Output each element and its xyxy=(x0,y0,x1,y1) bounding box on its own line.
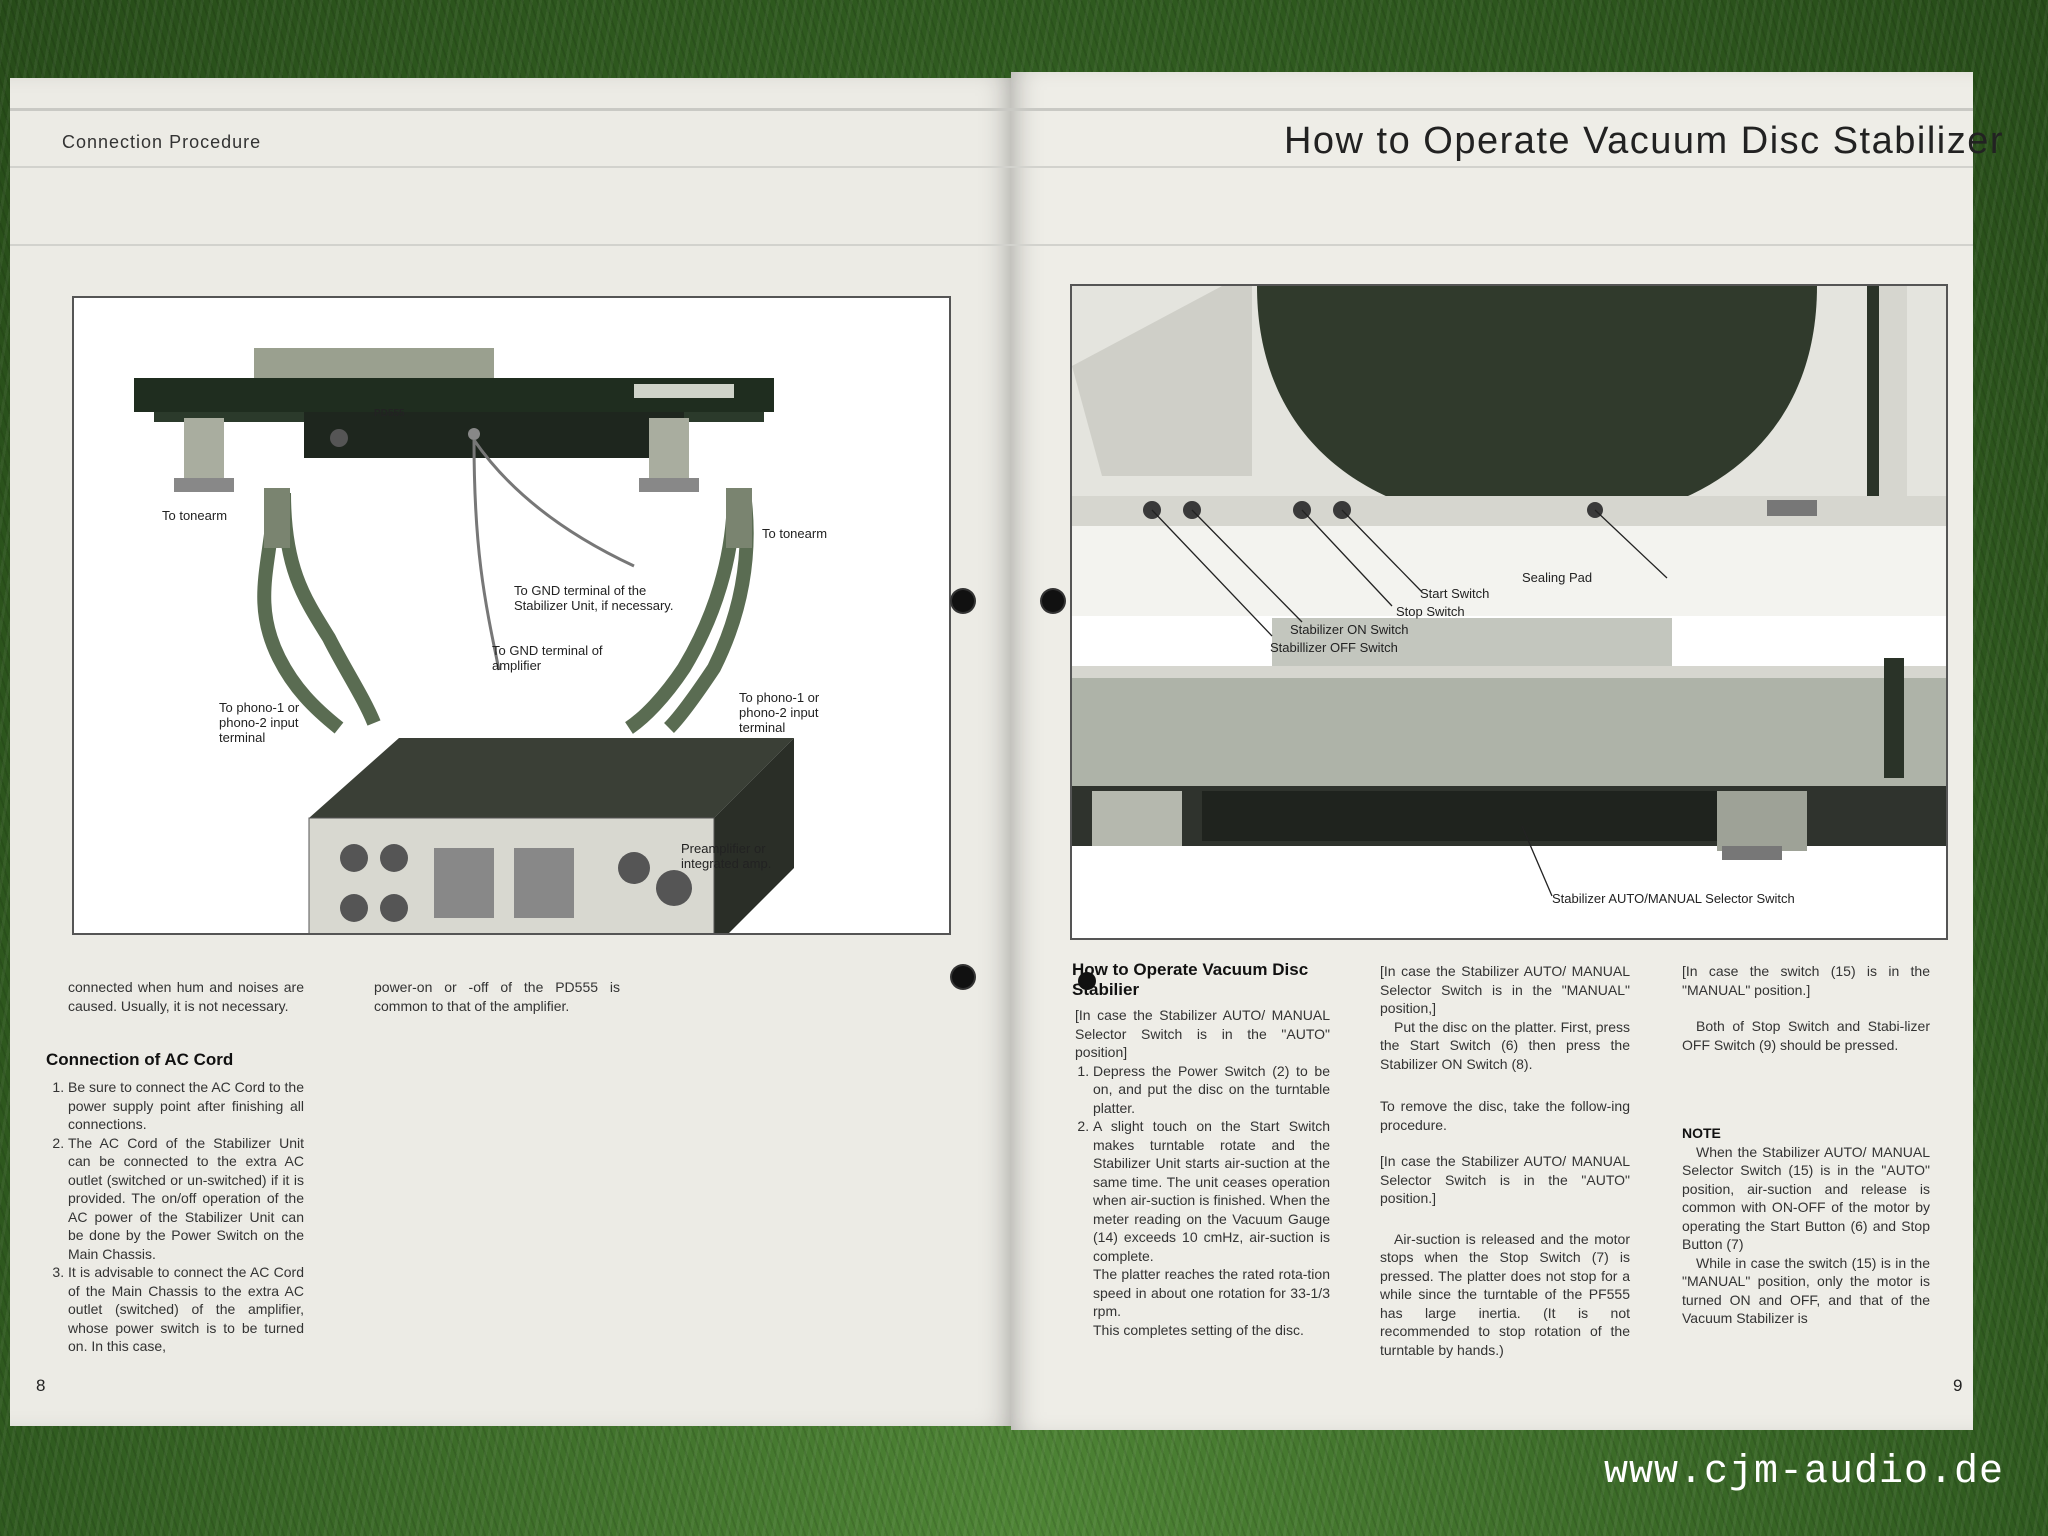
ac-cord-list: Be sure to connect the AC Cord to the po… xyxy=(46,1078,304,1356)
list-item: A slight touch on the Start Switch makes… xyxy=(1093,1117,1330,1265)
header-rule xyxy=(1011,244,1973,246)
page-header-left: Connection Procedure xyxy=(62,132,262,152)
binder-hole xyxy=(1042,590,1064,612)
right-col3: [In case the switch (15) is in the "MANU… xyxy=(1682,962,1930,1328)
col2-p2: Put the disc on the platter. First, pres… xyxy=(1380,1018,1630,1072)
page-title: How to Operate Vacuum Disc Stabilizer xyxy=(1283,120,2004,162)
list-item: The AC Cord of the Stabilizer Unit can b… xyxy=(68,1134,304,1264)
section-heading-text: How to Operate Vacuum Disc Stabilier xyxy=(1072,960,1309,999)
note-p2: While in case the switch (15) is in the … xyxy=(1682,1254,1930,1327)
stabilizer-off-label: Stabillizer OFF Switch xyxy=(1270,640,1398,655)
model-label: PD555 xyxy=(374,408,405,419)
col2-p3: To remove the disc, take the follow-ing … xyxy=(1380,1098,1630,1133)
preamp-label: Preamplifier or integrated amp. xyxy=(681,841,772,871)
note-heading: NOTE xyxy=(1682,1125,1721,1141)
left-col1-top-text: connected when hum and noises are caused… xyxy=(68,979,304,1014)
binder-hole xyxy=(952,966,974,988)
col2-p4: [In case the Stabilizer AUTO/ MANUAL Sel… xyxy=(1380,1153,1630,1206)
turntable-connection-illustration xyxy=(134,348,794,949)
connection-diagram: PD555 To tonearm To tonearm To GND termi… xyxy=(72,296,951,949)
start-switch-label: Start Switch xyxy=(1420,586,1490,601)
left-col2-top-text: power-on or -off of the PD555 is common … xyxy=(374,979,620,1014)
phono-right-label: To phono-1 or phono-2 input terminal xyxy=(739,690,820,735)
col3-p2: Both of Stop Switch and Stabi-lizer OFF … xyxy=(1682,1018,1930,1053)
section-bullet-icon xyxy=(1078,972,1096,990)
gnd-amplifier-label: To GND terminal of amplifier xyxy=(492,643,603,673)
gnd-stabilizer-label: To GND terminal of the Stabilizer Unit, … xyxy=(514,583,674,613)
right-col1: [In case the Stabilizer AUTO/ MANUAL Sel… xyxy=(1075,1006,1330,1339)
tonearm-right-label: To tonearm xyxy=(762,526,828,541)
header-rule xyxy=(1011,166,1973,168)
sealing-pad-label: Sealing Pad xyxy=(1522,570,1593,585)
header-rule xyxy=(10,244,1011,246)
right-col2: [In case the Stabilizer AUTO/ MANUAL Sel… xyxy=(1380,962,1630,1359)
selector-switch-label: Stabilizer AUTO/MANUAL Selector Switch xyxy=(1552,891,1795,906)
header-rule xyxy=(10,108,1011,111)
col1-intro: [In case the Stabilizer AUTO/ MANUAL Sel… xyxy=(1075,1007,1330,1060)
list-item: It is advisable to connect the AC Cord o… xyxy=(68,1263,304,1356)
header-rule xyxy=(10,166,1011,168)
watermark: www.cjm-audio.de xyxy=(1603,1450,2004,1495)
page-number-left: 8 xyxy=(36,1376,46,1395)
list-item: Be sure to connect the AC Cord to the po… xyxy=(68,1078,304,1134)
stop-switch-label: Stop Switch xyxy=(1396,604,1465,619)
section-heading: How to Operate Vacuum Disc Stabilier xyxy=(1072,960,1342,1000)
stabilizer-on-label: Stabilizer ON Switch xyxy=(1290,622,1409,637)
col1-after2: This completes setting of the disc. xyxy=(1093,1321,1304,1338)
list-item: Depress the Power Switch (2) to be on, a… xyxy=(1093,1062,1330,1118)
stabilizer-photo: Sealing Pad Start Switch Stop Switch Sta… xyxy=(1070,284,1948,940)
col1-after1: The platter reaches the rated rota-tion … xyxy=(1093,1266,1330,1319)
ac-cord-heading: Connection of AC Cord xyxy=(46,1050,234,1069)
note-p1: When the Stabilizer AUTO/ MANUAL Selecto… xyxy=(1682,1143,1930,1253)
col3-p1: [In case the switch (15) is in the "MANU… xyxy=(1682,963,1930,998)
page-number-right: 9 xyxy=(1953,1376,1963,1395)
binder-hole xyxy=(952,590,974,612)
header-rule xyxy=(1011,108,1973,111)
col2-p5: Air-suction is released and the motor st… xyxy=(1380,1230,1630,1358)
turntable-photo xyxy=(1072,286,1946,897)
tonearm-left-label: To tonearm xyxy=(162,508,228,523)
col2-p1: [In case the Stabilizer AUTO/ MANUAL Sel… xyxy=(1380,963,1630,1016)
phono-left-label: To phono-1 or phono-2 input terminal xyxy=(219,700,300,745)
